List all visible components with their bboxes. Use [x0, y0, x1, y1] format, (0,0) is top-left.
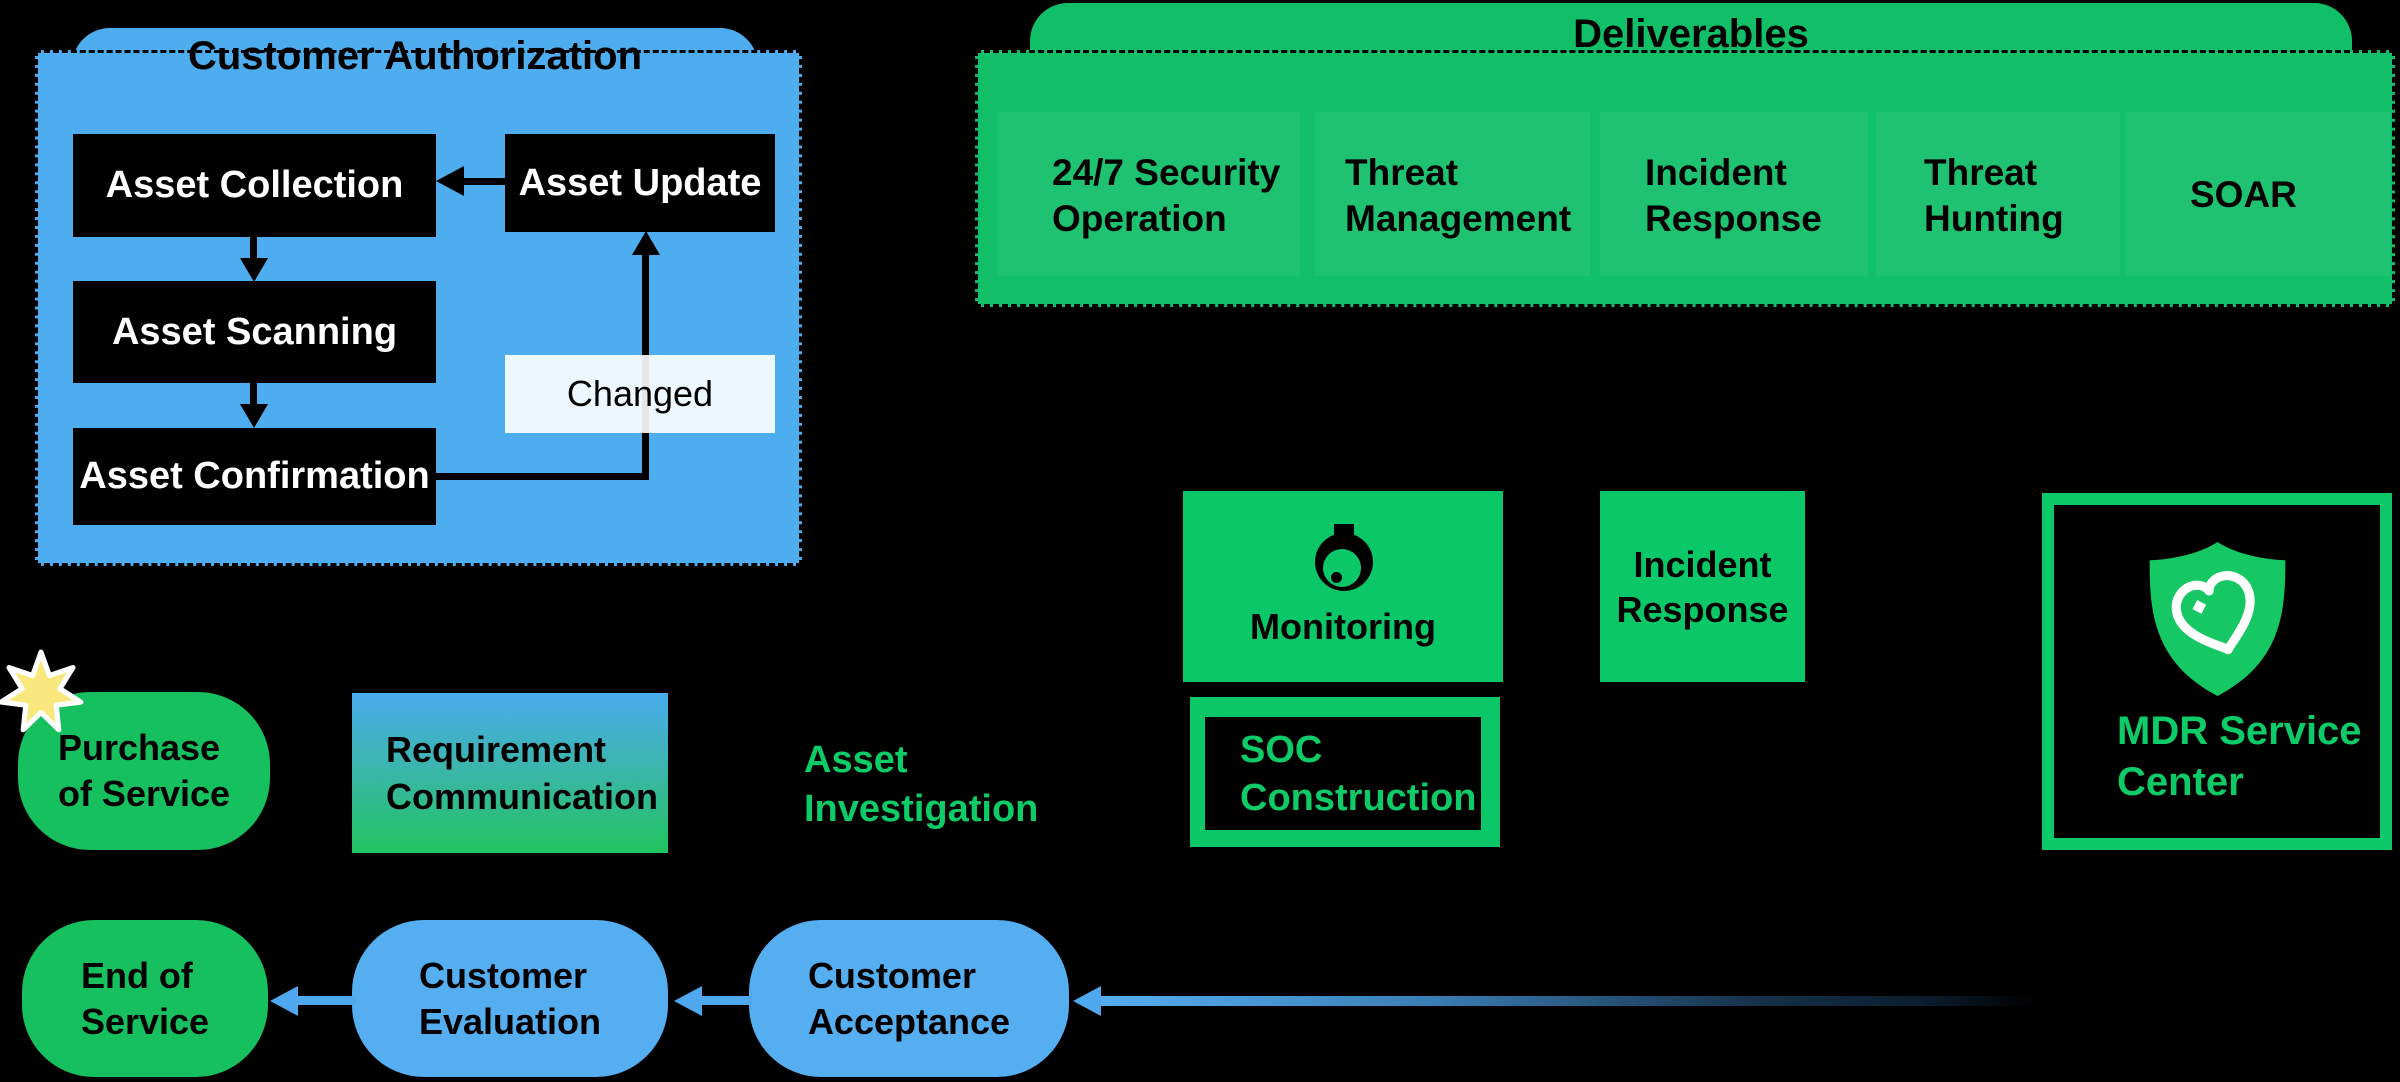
deliverables-column	[2125, 112, 2390, 276]
deliverables-column	[997, 112, 1300, 276]
deliverables-column	[1600, 112, 1868, 276]
asset-confirmation-node: Asset Confirmation	[73, 428, 436, 525]
customer-authorization-title: Customer Authorization	[187, 34, 643, 78]
arrow-collection-to-scanning-line	[250, 237, 257, 261]
camera-lens-icon	[1331, 572, 1342, 583]
arrow-acceptance-to-evaluation-head	[674, 986, 702, 1016]
end-of-service-label: End of Service	[80, 954, 210, 1042]
deliverable-soar: SOAR	[2190, 174, 2297, 215]
purchase-of-service-label: Purchase of Service	[57, 727, 231, 814]
arrow-confirmation-elbow-horizontal	[433, 473, 649, 480]
arrow-scanning-to-confirmation-head	[240, 404, 268, 428]
shield-logo-icon	[2149, 542, 2286, 696]
asset-update-node: Asset Update	[505, 134, 775, 232]
star-badge-icon	[0, 649, 84, 733]
arrow-evaluation-to-end-head	[270, 986, 298, 1016]
arrow-update-to-collection-line	[458, 178, 508, 185]
requirement-communication-box: Requirement Communication	[352, 693, 668, 853]
customer-evaluation-label: Customer Evaluation	[418, 954, 602, 1042]
arrow-mdr-to-acceptance-line	[1101, 996, 2035, 1006]
soc-construction-inner: SOC Construction	[1205, 717, 1481, 830]
arrow-evaluation-to-end-line	[296, 996, 356, 1005]
arrow-update-to-collection-head	[436, 166, 464, 196]
customer-acceptance-label: Customer Acceptance	[807, 954, 1011, 1042]
deliverables-title: Deliverables	[1573, 12, 1809, 56]
camera-lens-icon	[1323, 549, 1361, 587]
incident-response-box: Incident Response	[1600, 491, 1805, 682]
deliverables-panel	[975, 50, 2395, 307]
requirement-communication-label: Requirement Communication	[386, 729, 659, 817]
incident-response-label: Incident Response	[1616, 543, 1789, 630]
changed-edge-label: Changed	[505, 355, 775, 433]
arrow-scanning-to-confirmation-line	[250, 383, 257, 407]
arrow-confirmation-to-update-head	[632, 231, 660, 255]
deliverable-threat-hunting: Threat Hunting	[1924, 152, 2064, 239]
deliverable-threat-management: Threat Management	[1345, 152, 1572, 239]
deliverables-column	[1876, 112, 2120, 276]
customer-evaluation-pill: Customer Evaluation	[352, 920, 668, 1077]
arrow-mdr-to-acceptance-head	[1073, 986, 1101, 1016]
deliverables-column	[1315, 112, 1590, 276]
monitoring-label: Monitoring	[1250, 606, 1436, 647]
arrow-acceptance-to-evaluation-line	[700, 996, 752, 1005]
purchase-of-service-pill: Purchase of Service	[18, 692, 270, 850]
end-of-service-pill: End of Service	[22, 920, 268, 1077]
deliverable-247-security-operation: 24/7 Security Operation	[1052, 152, 1281, 239]
asset-scanning-node: Asset Scanning	[73, 281, 436, 383]
deliverable-incident-response: Incident Response	[1645, 152, 1822, 239]
soc-construction-label: SOC Construction	[1240, 728, 1477, 819]
asset-investigation-label: Asset Investigation	[804, 739, 1039, 830]
mdr-service-center-label: MDR Service Center	[2117, 709, 2362, 804]
customer-acceptance-pill: Customer Acceptance	[749, 920, 1069, 1077]
asset-collection-node: Asset Collection	[73, 134, 436, 237]
arrow-collection-to-scanning-head	[240, 258, 268, 282]
